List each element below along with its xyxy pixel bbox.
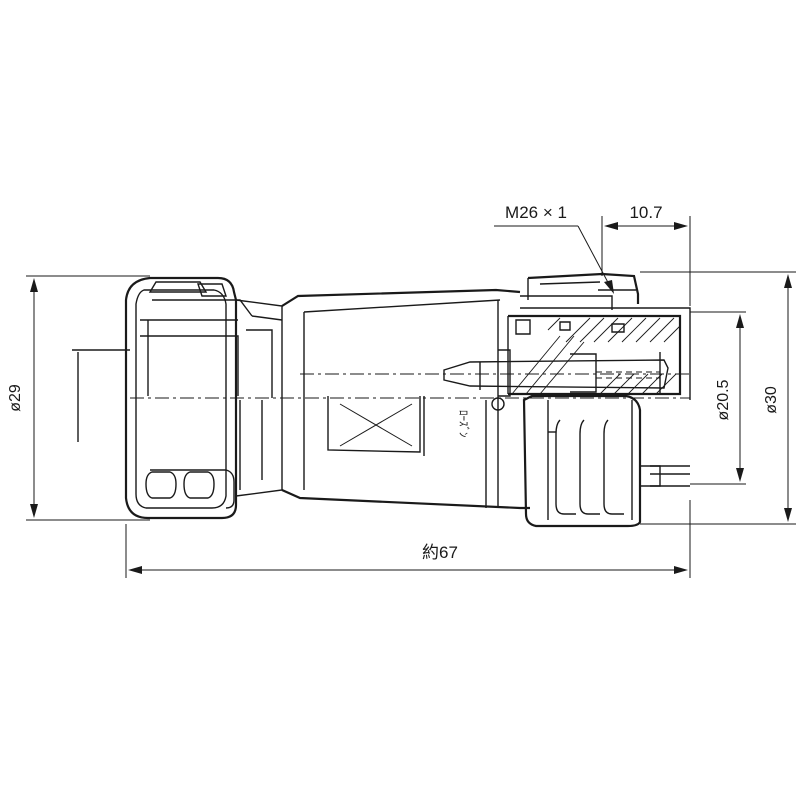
clamp-nut — [124, 276, 253, 520]
connector-body: ﾛｰｽﾞﾝ — [72, 272, 691, 528]
body-marking: ﾛｰｽﾞﾝ — [457, 410, 470, 438]
section-hatch — [511, 317, 681, 395]
cable-rod — [72, 349, 130, 442]
dim-label-thread-length: 10.7 — [629, 203, 662, 222]
dim-diameter-right — [640, 271, 796, 525]
dim-overall-length — [125, 500, 691, 578]
section-view — [300, 307, 691, 411]
dim-diameter-inner — [690, 311, 746, 485]
dim-thread-length — [601, 216, 691, 306]
dimension-lines: ø29 ø20.5 ø30 約67 — [7, 203, 796, 578]
dim-label-thread: M26 × 1 — [505, 203, 567, 222]
dim-label-diameter-right: ø30 — [763, 386, 780, 414]
dim-label-overall-length: 約67 — [422, 543, 458, 562]
dim-diameter-left — [26, 275, 150, 521]
main-shell — [281, 288, 530, 510]
dim-label-diameter-inner: ø20.5 — [715, 379, 732, 420]
coupling-ring — [520, 272, 690, 528]
dim-label-diameter-left: ø29 — [7, 384, 24, 412]
dim-thread-leader — [494, 225, 614, 294]
